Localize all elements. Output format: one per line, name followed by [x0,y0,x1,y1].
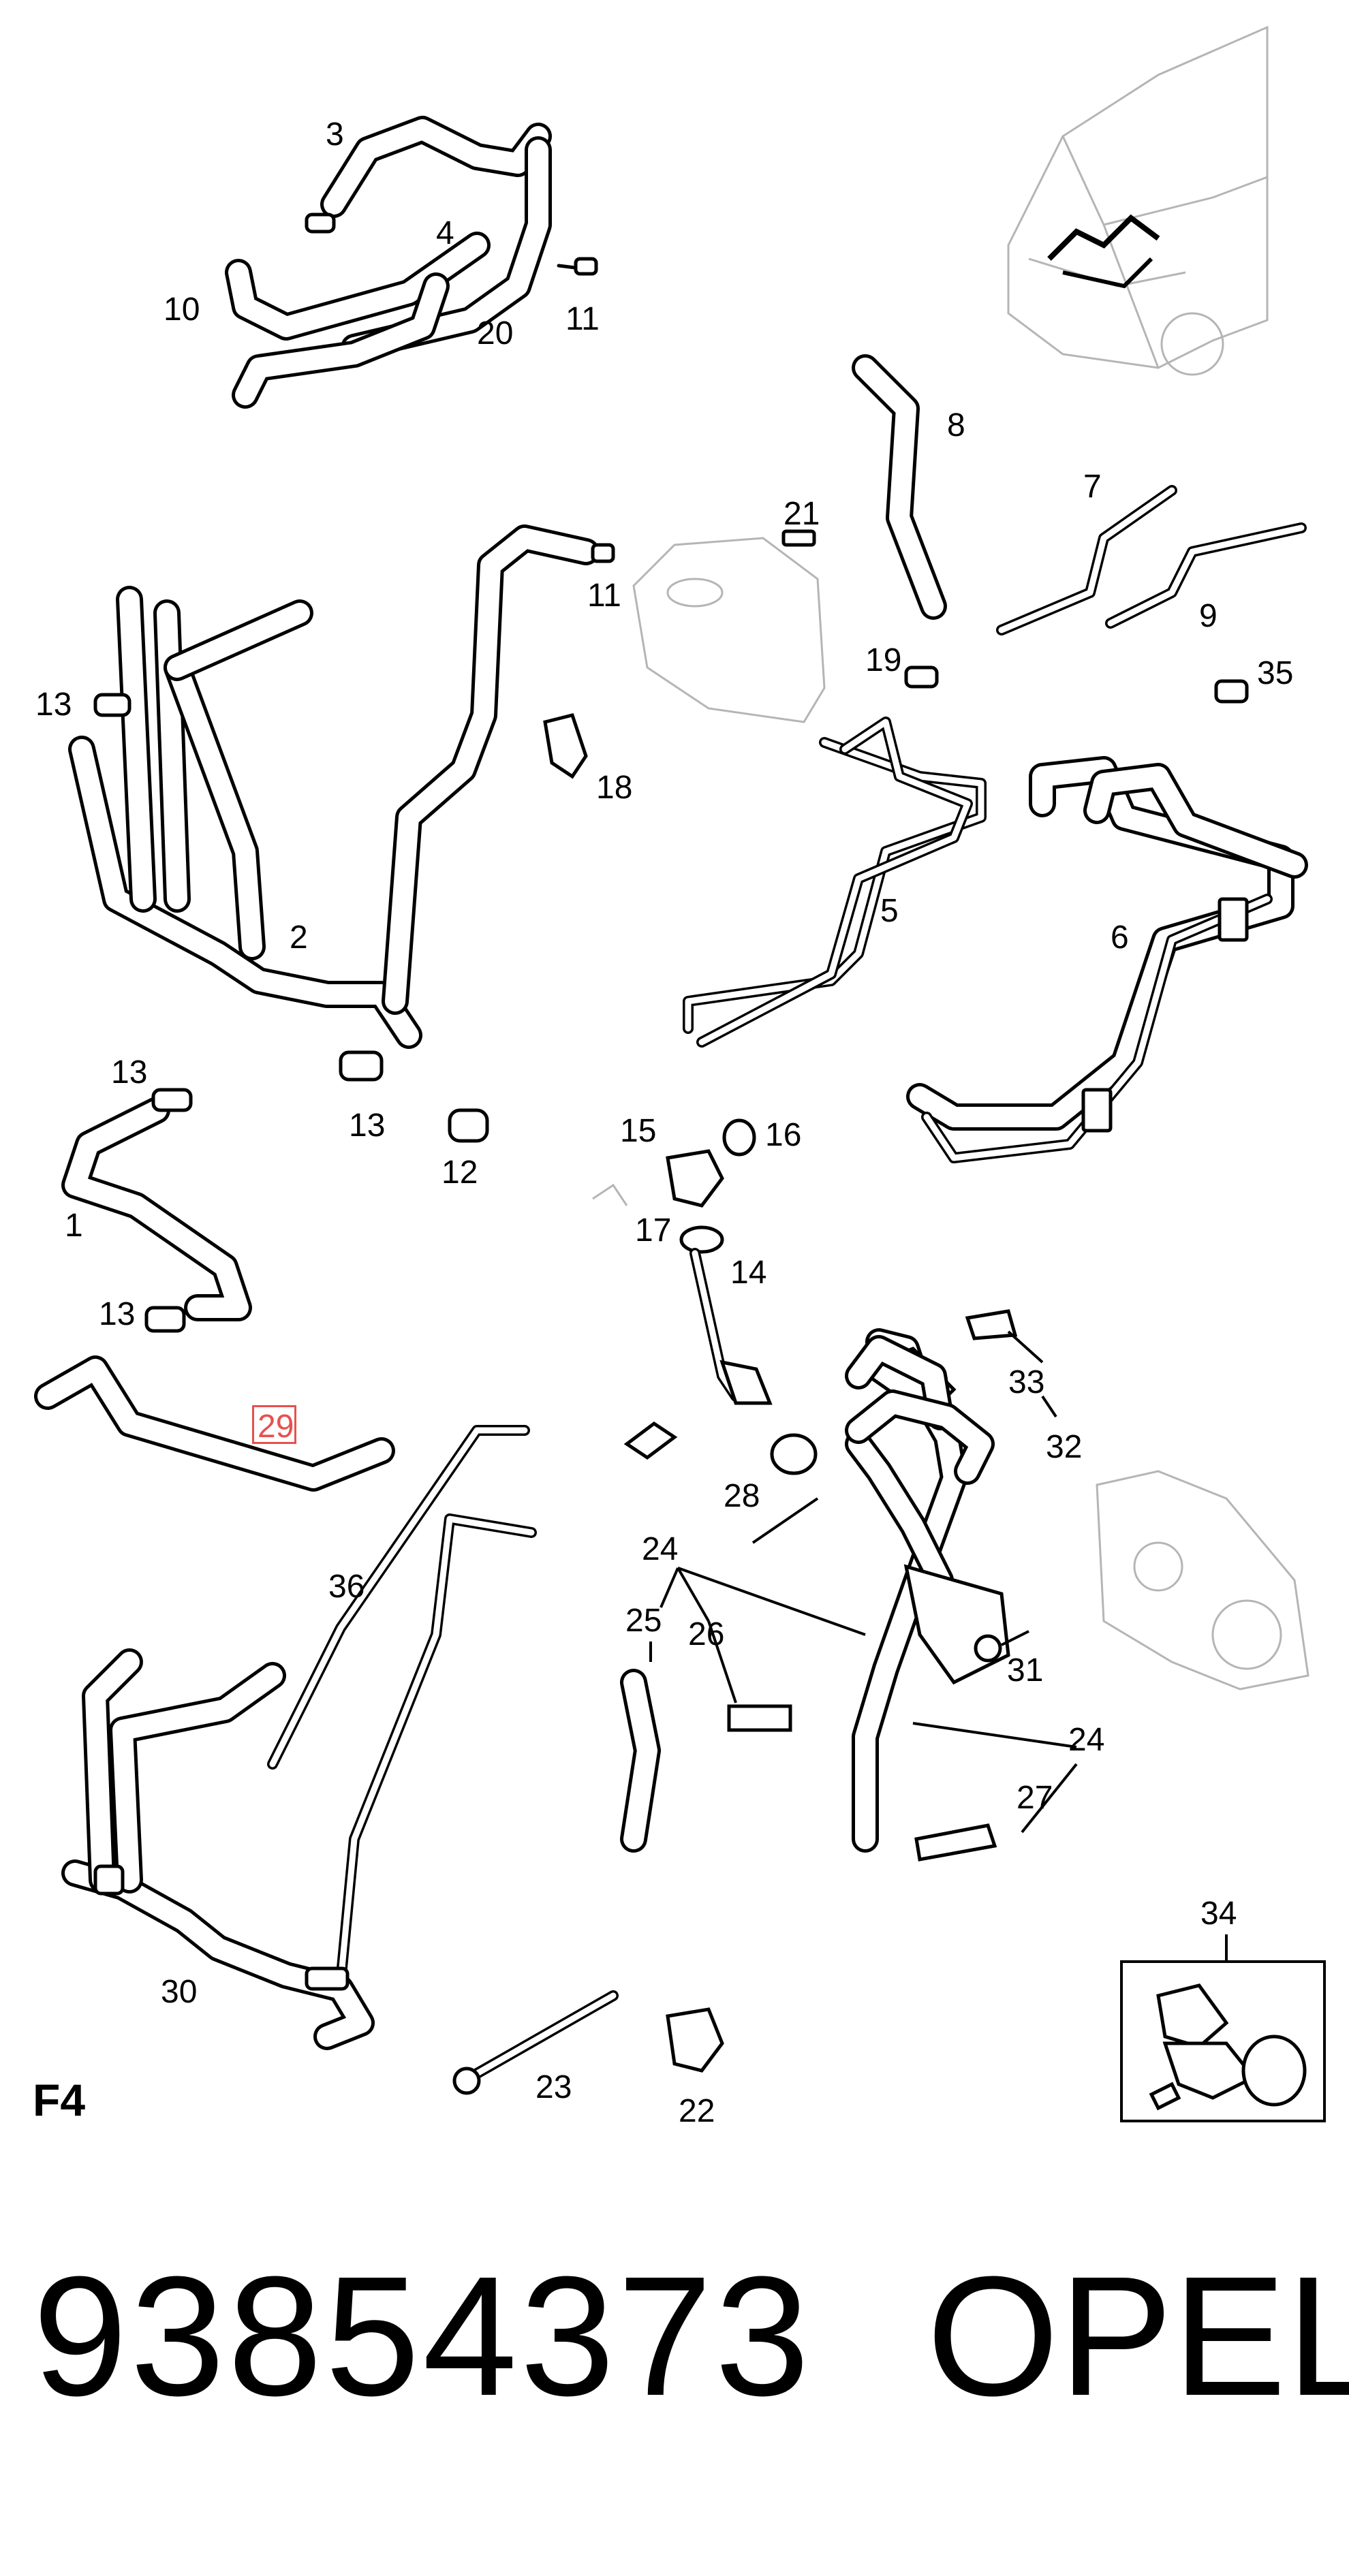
callout-21: 21 [784,496,820,532]
callout-35: 35 [1257,655,1293,691]
vehicle-thumbnail [1007,25,1269,376]
bolt-and-clip [452,1990,724,2095]
callout-24: 24 [642,1531,678,1567]
callout-12: 12 [441,1155,478,1191]
callout-15: 15 [620,1113,656,1149]
callout-28: 28 [724,1478,760,1514]
callout-24b: 24 [1068,1722,1104,1758]
pipe-36 [267,1425,537,1988]
pipe-6 [906,756,1308,1163]
section-label: F4 [33,2075,86,2125]
callout-36: 36 [328,1569,365,1605]
coolant-reservoir [632,537,826,723]
callout-19: 19 [865,642,901,678]
callout-25: 25 [625,1603,662,1639]
callout-27: 27 [1017,1780,1053,1816]
callout-26: 26 [688,1616,724,1652]
callout-4: 4 [436,215,454,251]
callout-8: 8 [947,407,965,443]
callout-labels: 3 4 10 20 11 8 7 21 9 11 13 19 35 18 2 5… [35,116,1293,2129]
callout-18: 18 [596,770,632,806]
callout-13c: 13 [349,1108,385,1144]
part-number: 93854373 [33,2241,813,2431]
callout-13d: 13 [99,1296,135,1332]
callout-6: 6 [1111,920,1129,956]
callout-1: 1 [65,1208,83,1244]
callout-33: 33 [1008,1364,1044,1400]
inset-box-34 [1120,1960,1326,2122]
callout-16: 16 [765,1117,801,1153]
hose-assembly-2 [68,524,615,1082]
callout-5: 5 [880,893,899,929]
callout-14: 14 [730,1255,766,1291]
callout-34: 34 [1200,1896,1237,1932]
brand-name: OPEL [927,2241,1349,2431]
callout-29: 29 [258,1409,294,1445]
callout-17: 17 [635,1212,671,1248]
callout-7: 7 [1083,469,1102,505]
lower-center-assembly [620,1309,1018,1862]
callout-22: 22 [679,2093,715,2129]
callout-9: 9 [1199,598,1218,634]
clip-18 [543,713,588,779]
callout-11: 11 [565,301,600,337]
callout-32: 32 [1046,1429,1082,1465]
hose-bundle-top [225,116,598,409]
pipe-5 [683,717,987,1048]
highlight-box-29 [252,1405,296,1444]
callout-3: 3 [326,116,344,153]
pipe-14-assembly [592,1118,773,1460]
callout-10: 10 [164,292,200,328]
hose-29 [34,1355,395,1492]
callout-31: 31 [1007,1652,1043,1688]
callout-13b: 13 [111,1054,147,1090]
callout-11b: 11 [587,578,621,614]
callout-13: 13 [35,687,72,723]
egr-module [1096,1470,1309,1691]
hose-assembly-30 [61,1648,375,2050]
callout-20: 20 [477,315,513,351]
hose-1 [61,1088,489,1333]
callout-30: 30 [161,1974,197,2010]
hoses-7-8-9 [781,354,1307,704]
callout-2: 2 [290,920,308,956]
callout-23: 23 [536,2069,572,2105]
leader-lines [649,1330,1228,1962]
